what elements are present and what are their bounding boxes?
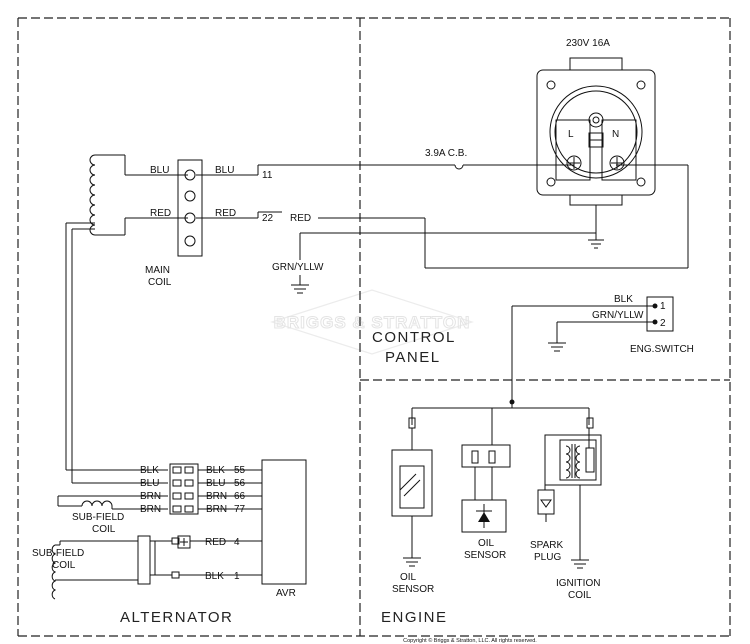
oil-sensor-2-label-line2: SENSOR	[464, 550, 506, 561]
engine-switch: 1 2 BLK GRN/YLLW ENG.SWITCH	[511, 294, 694, 402]
svg-text:BRIGGS & STRATTON: BRIGGS & STRATTON	[274, 313, 471, 332]
avr-left-wire-2: BLU	[140, 478, 159, 489]
avr-blk-wire-label: BLK	[205, 571, 224, 582]
outlet-neutral-label: N	[612, 129, 619, 140]
avr-left-wire-3: BRN	[140, 491, 161, 502]
section-title-control-panel-line2: PANEL	[385, 349, 441, 366]
avr-right-wire-3: BRN	[206, 491, 227, 502]
ignition-coil-label: IGNITION	[556, 578, 600, 589]
avr-terminal-56: 56	[234, 478, 246, 489]
sub-field-coil-2-label: SUB-FIELD	[32, 548, 84, 559]
breaker-label: 3.9A C.B.	[425, 148, 467, 159]
avr-right-wire-2: BLU	[206, 478, 225, 489]
sub-field-coil-2-label-line2: COIL	[52, 560, 76, 571]
main-coil-right-red: RED	[215, 208, 236, 219]
avr-terminal-1: 1	[234, 571, 240, 582]
eng-switch-pin1: 1	[660, 301, 666, 312]
sub-field-coil-1-label-line2: COIL	[92, 524, 116, 535]
eng-switch-grn-label: GRN/YLLW	[592, 310, 644, 321]
panel-ground-label: GRN/YLLW	[272, 262, 324, 273]
sub-field-coil-1-label: SUB-FIELD	[72, 512, 124, 523]
wire-number-22: 22	[262, 213, 274, 224]
avr-right-wire-1: BLK	[206, 465, 225, 476]
avr-right-wire-4: BRN	[206, 504, 227, 515]
section-borders	[17, 17, 731, 637]
outlet-230v: 230V 16A L N	[536, 38, 656, 206]
main-coil-label: MAIN	[145, 265, 170, 276]
oil-sensor-2-label: OIL	[478, 538, 495, 549]
wire-number-11: 11	[262, 170, 273, 181]
main-coil-left-blu: BLU	[150, 165, 169, 176]
spark-plug-label-line2: PLUG	[534, 552, 561, 563]
engine-wiring	[411, 399, 590, 445]
avr-left-wire-1: BLK	[140, 465, 159, 476]
sub-field-coil-2	[51, 535, 262, 600]
section-title-alternator: ALTERNATOR	[120, 609, 233, 626]
ignition-system: SPARK PLUG IGNITION COIL	[530, 417, 602, 601]
eng-switch-label: ENG.SWITCH	[630, 344, 694, 355]
eng-switch-pin2: 2	[660, 318, 666, 329]
spark-plug-label: SPARK	[530, 540, 563, 551]
outlet-live-label: L	[568, 129, 574, 140]
outlet-rating: 230V 16A	[566, 38, 610, 49]
oil-sensor-1-label: OIL	[400, 572, 417, 583]
main-coil: BLU RED BLU RED 11 22 MAIN COIL	[89, 154, 274, 288]
avr-label: AVR	[276, 588, 296, 599]
main-coil-left-red: RED	[150, 208, 171, 219]
main-coil-right-blu: BLU	[215, 165, 234, 176]
ignition-coil-label-line2: COIL	[568, 590, 592, 601]
avr-terminal-66: 66	[234, 491, 246, 502]
avr-terminal-77: 77	[234, 504, 246, 515]
main-coil-label-line2: COIL	[148, 277, 172, 288]
avr-red-wire-label: RED	[205, 537, 226, 548]
avr-terminal-55: 55	[234, 465, 246, 476]
eng-switch-blk-label: BLK	[614, 294, 633, 305]
copyright-notice: Copyright © Briggs & Stratton, LLC. All …	[403, 637, 537, 644]
panel-red-label: RED	[290, 213, 311, 224]
avr-wiring	[57, 222, 307, 585]
oil-sensor-1: OIL SENSOR	[391, 417, 434, 595]
section-title-control-panel: CONTROL	[372, 329, 456, 346]
avr-terminal-4: 4	[234, 537, 240, 548]
avr-left-wire-4: BRN	[140, 504, 161, 515]
section-title-engine: ENGINE	[381, 609, 448, 626]
oil-sensor-2: OIL SENSOR	[461, 444, 511, 561]
brand-watermark: BRIGGS & STRATTON	[270, 289, 474, 355]
oil-sensor-1-label-line2: SENSOR	[392, 584, 434, 595]
panel-wiring: RED GRN/YLLW	[272, 164, 689, 294]
main-wires: 3.9A C.B.	[196, 148, 574, 219]
